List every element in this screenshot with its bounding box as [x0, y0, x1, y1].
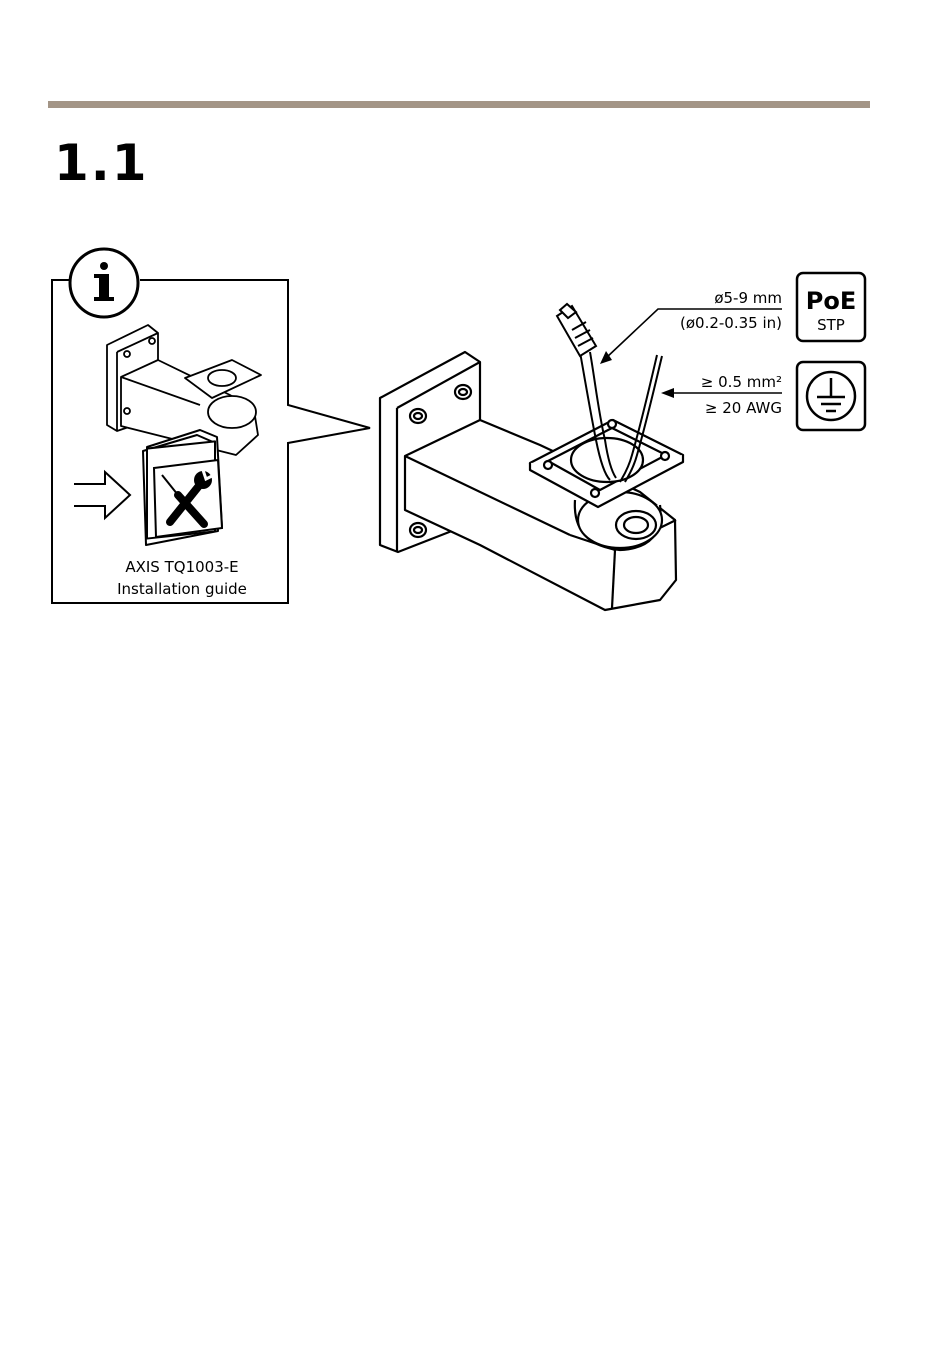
cable-diameter-in: (ø0.2-0.35 in)	[680, 314, 782, 332]
poe-sublabel: STP	[817, 316, 845, 334]
wire-area: ≥ 0.5 mm²	[701, 373, 782, 391]
guide-title: AXIS TQ1003-E	[125, 558, 238, 576]
wire-arrowhead	[661, 388, 674, 398]
guide-subtitle: Installation guide	[117, 580, 247, 598]
wall-bracket-illustration	[380, 352, 683, 610]
info-icon	[70, 249, 138, 317]
poe-label: PoE	[806, 287, 856, 315]
ground-icon	[797, 362, 865, 430]
cable-diameter-mm: ø5-9 mm	[714, 289, 782, 307]
screwdriver-wrench-icon	[154, 460, 222, 537]
poe-stp-badge: PoE STP	[797, 273, 865, 341]
right-arrow-icon	[74, 472, 130, 518]
wire-gauge: ≥ 20 AWG	[705, 399, 782, 417]
